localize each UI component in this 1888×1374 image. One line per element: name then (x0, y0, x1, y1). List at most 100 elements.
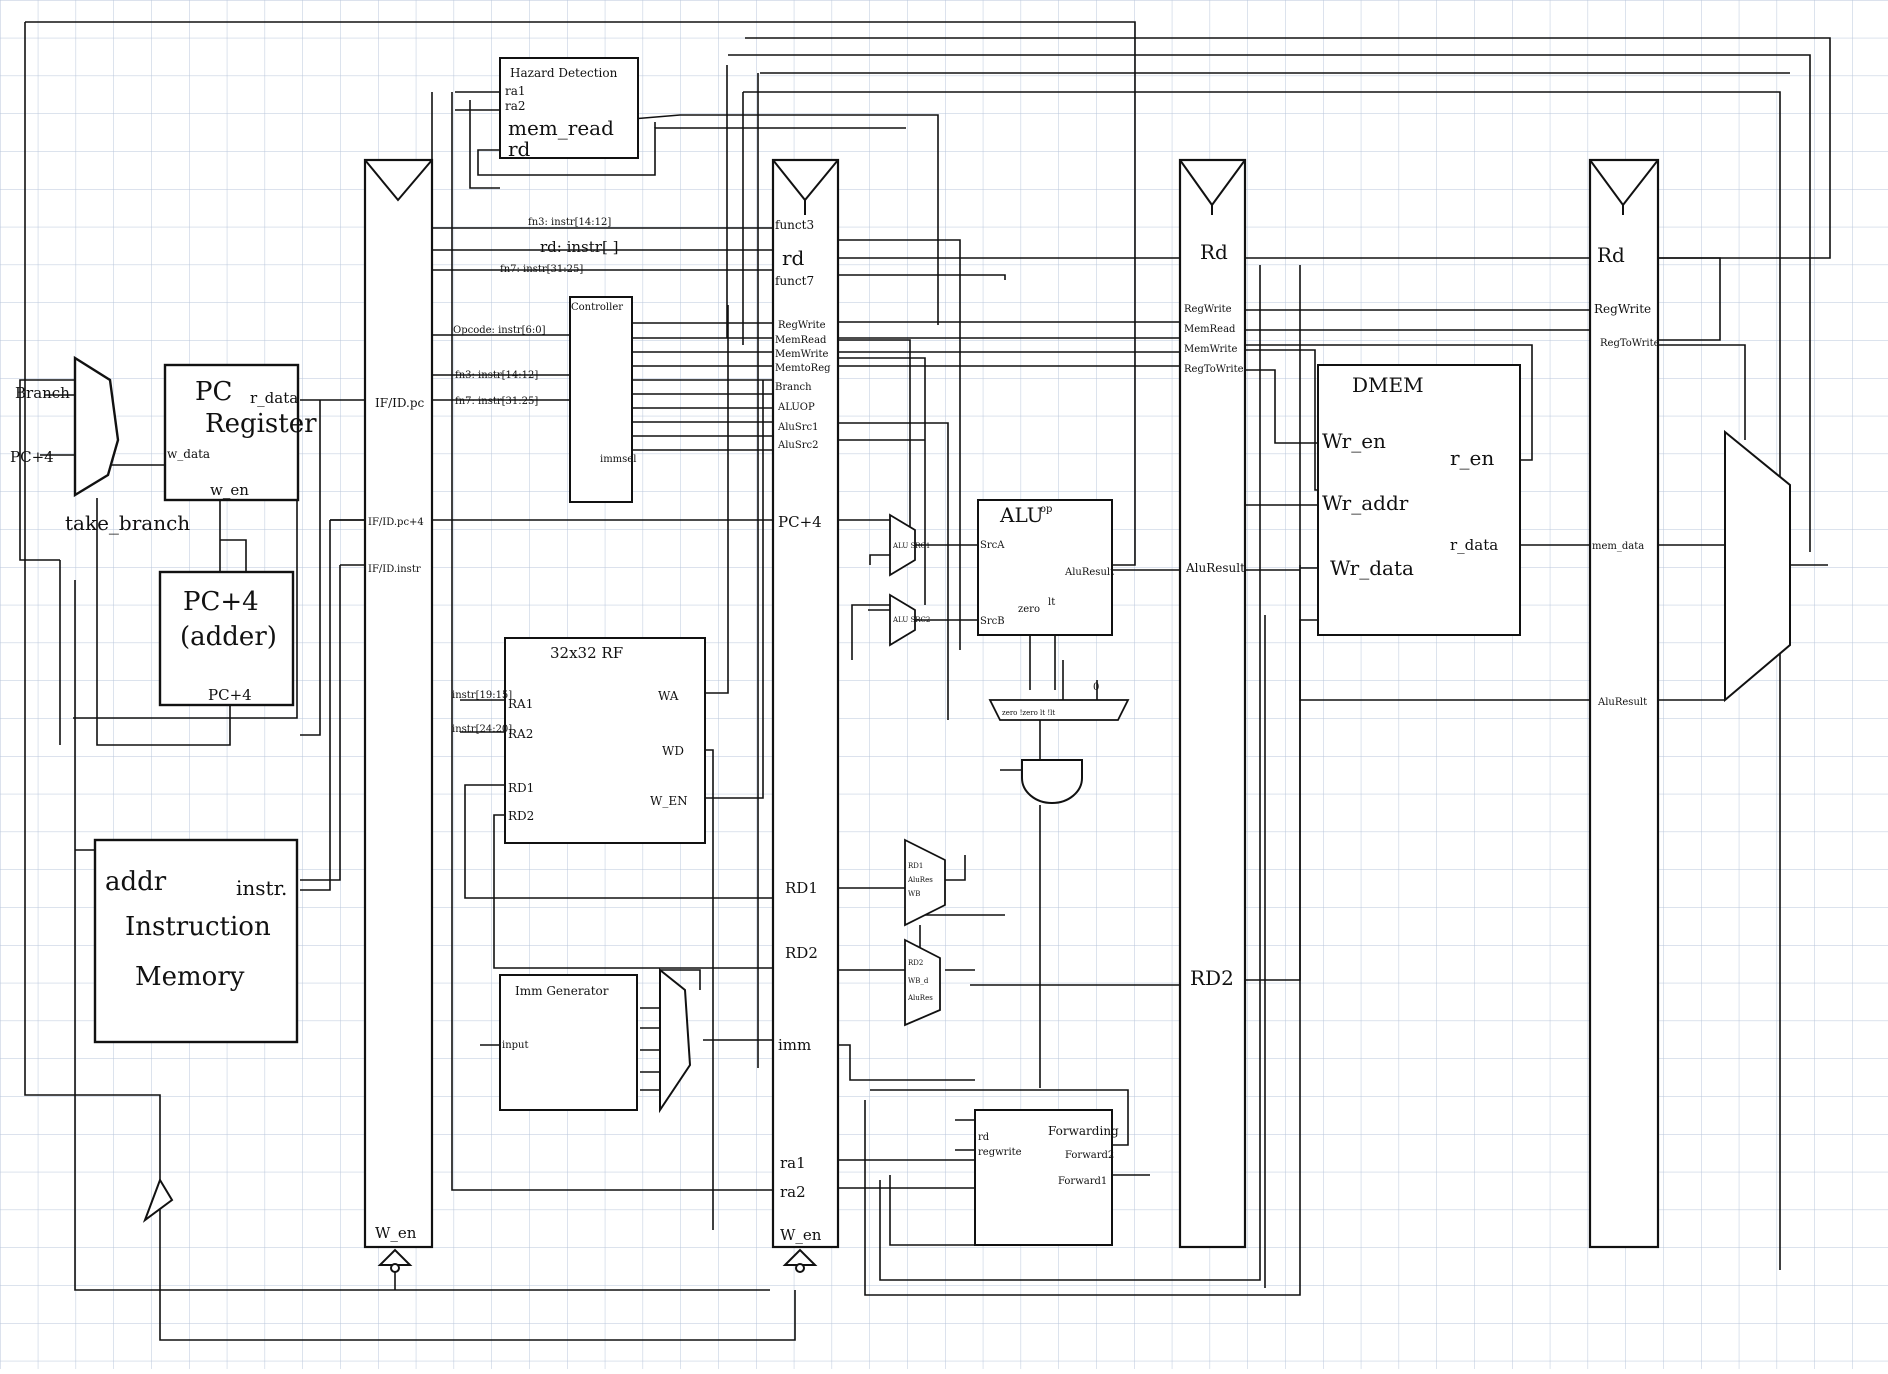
id-ex-ctrl-branch: Branch (775, 382, 812, 393)
ex-mem-alu-result: AluResult (1185, 561, 1245, 575)
id-ex-rd1: RD1 (785, 879, 818, 897)
hazard-mem-read-port: mem_read (508, 116, 614, 140)
if-id-pc-label: IF/ID.pc (375, 396, 425, 410)
pc-mux (73, 355, 120, 498)
id-ex-ctrl-memread: MemRead (775, 335, 827, 346)
id-ex-ctrl-alusrc2: AluSrc2 (777, 440, 818, 451)
id-ex-ctrl-aluop: ALUOP (777, 402, 815, 413)
imm-select-mux (659, 967, 692, 1114)
controller-opcode-input: Opcode: instr[6:0] (453, 325, 546, 336)
id-ex-w-en: W_en (780, 1226, 822, 1244)
rf-ra1-source: instr[19:15] (452, 690, 512, 701)
not-bubble-icon (390, 1263, 400, 1273)
hazard-detection-unit (499, 57, 639, 159)
forwarding-rd-port: rd (978, 1132, 990, 1143)
mem-wb-mem-data: mem_data (1592, 541, 1644, 552)
id-ex-imm: imm (778, 1036, 811, 1054)
id-ex-ctrl-memtoreg: MemtoReg (775, 363, 831, 374)
id-ex-ra1: ra1 (780, 1154, 806, 1172)
mem-wb-regwrite: RegWrite (1594, 302, 1651, 316)
take-branch-label: take_branch (65, 511, 190, 535)
forwarding-forward1: Forward1 (1058, 1176, 1107, 1187)
pc-w-data-port: w_data (167, 447, 210, 461)
ex-mem-rd: Rd (1200, 240, 1228, 264)
ex-mem-rd2: RD2 (1190, 966, 1234, 990)
pc-w-en-port: w_en (210, 481, 249, 499)
branch-mux-select: 0 (1093, 682, 1099, 693)
fwd-a-input-alures: AluRes (907, 876, 933, 884)
imm-gen-input-port: input (502, 1040, 529, 1051)
rd-field: rd: instr[ ] (540, 238, 618, 256)
ex-mem-register (1178, 158, 1247, 1249)
imem-instr-port: instr. (236, 876, 287, 900)
pc-register (163, 363, 300, 502)
dmem-wr-data-port: Wr_data (1330, 556, 1414, 580)
controller-fn7-input: fn7: instr[31:25] (455, 396, 538, 407)
dmem-r-data-port: r_data (1450, 536, 1498, 554)
ex-mem-ctrl-memwrite: MemWrite (1184, 344, 1237, 355)
branch-mux-inputs: zero !zero lt !lt (1002, 709, 1055, 717)
forward-b-mux (904, 938, 941, 1027)
pc-register-title-2: Register (205, 409, 317, 439)
id-ex-ctrl-alusrc1: AluSrc1 (777, 422, 818, 433)
imem-title-2: Memory (135, 962, 245, 992)
alu-src1-mux (889, 513, 916, 577)
if-id-register (363, 158, 434, 1249)
fwd-b-input-wb: WB_d (908, 977, 929, 985)
if-id-pc4-label: IF/ID.pc+4 (368, 517, 424, 528)
imm-generator (499, 974, 638, 1111)
forwarding-title: Forwarding (1048, 1124, 1119, 1138)
pc-r-data-port: r_data (250, 389, 298, 407)
pc4-adder-subtitle: (adder) (180, 622, 277, 652)
fwd-b-input-alures: AluRes (907, 994, 933, 1002)
hazard-ra1-port: ra1 (505, 84, 526, 98)
pc4-adder-title: PC+4 (183, 587, 259, 617)
forward-a-mux (904, 838, 946, 927)
rf-rd2-port: RD2 (508, 809, 534, 823)
controller (569, 296, 633, 503)
alu-op-port: op (1040, 504, 1052, 515)
dmem-wr-addr-port: Wr_addr (1322, 491, 1409, 515)
alu (977, 499, 1113, 636)
mux-input-pc4: PC+4 (10, 448, 54, 466)
id-ex-rd: rd (782, 246, 805, 270)
not-bubble-icon (795, 1263, 805, 1273)
fwd-a-input-wb: WB (908, 890, 920, 898)
if-id-w-en-label: W_en (375, 1224, 417, 1242)
ex-mem-ctrl-memread: MemRead (1184, 324, 1236, 335)
alu-src2-mux-label: ALU SRC2 (892, 616, 930, 624)
rf-wd-port: WD (662, 744, 684, 758)
mem-wb-rd: Rd (1597, 243, 1625, 267)
alu-result-port: AluResult (1064, 567, 1114, 578)
id-ex-funct3: funct3 (775, 218, 814, 232)
alu-title: ALU (999, 503, 1044, 527)
if-id-instr-label: IF/ID.instr (368, 564, 421, 575)
rf-ra2-source: instr[24:20] (452, 724, 512, 735)
hazard-rd-port: rd (508, 137, 531, 161)
clock-triangle-icon (364, 159, 433, 202)
id-ex-ctrl-regwrite: RegWrite (778, 320, 826, 331)
dmem-r-en-port: r_en (1450, 446, 1494, 470)
instruction-memory (93, 838, 299, 1044)
imm-gen-title: Imm Generator (515, 984, 609, 998)
id-ex-rd2: RD2 (785, 944, 818, 962)
controller-title: Controller (571, 302, 623, 313)
branch-condition-mux (988, 699, 1130, 721)
alu-srcb-port: SrcB (980, 616, 1005, 627)
fn7-field: fn7: instr[31:25] (500, 264, 583, 275)
ex-mem-ctrl-regwrite: RegWrite (1184, 304, 1232, 315)
forwarding-unit (974, 1109, 1113, 1246)
mem-wb-regtowrite: RegToWrite (1600, 338, 1660, 349)
pc4-adder (158, 570, 295, 707)
writeback-mux (1724, 429, 1791, 703)
fwd-a-input-rd1: RD1 (908, 862, 923, 870)
forwarding-forward2: Forward2 (1065, 1150, 1114, 1161)
forwarding-regwrite-port: regwrite (978, 1147, 1022, 1158)
register-file (504, 637, 706, 844)
branch-and-gate-icon (1021, 759, 1083, 804)
rf-ra2-port: RA2 (508, 727, 533, 741)
id-ex-funct7: funct7 (775, 274, 814, 288)
rf-ra1-port: RA1 (508, 697, 533, 711)
